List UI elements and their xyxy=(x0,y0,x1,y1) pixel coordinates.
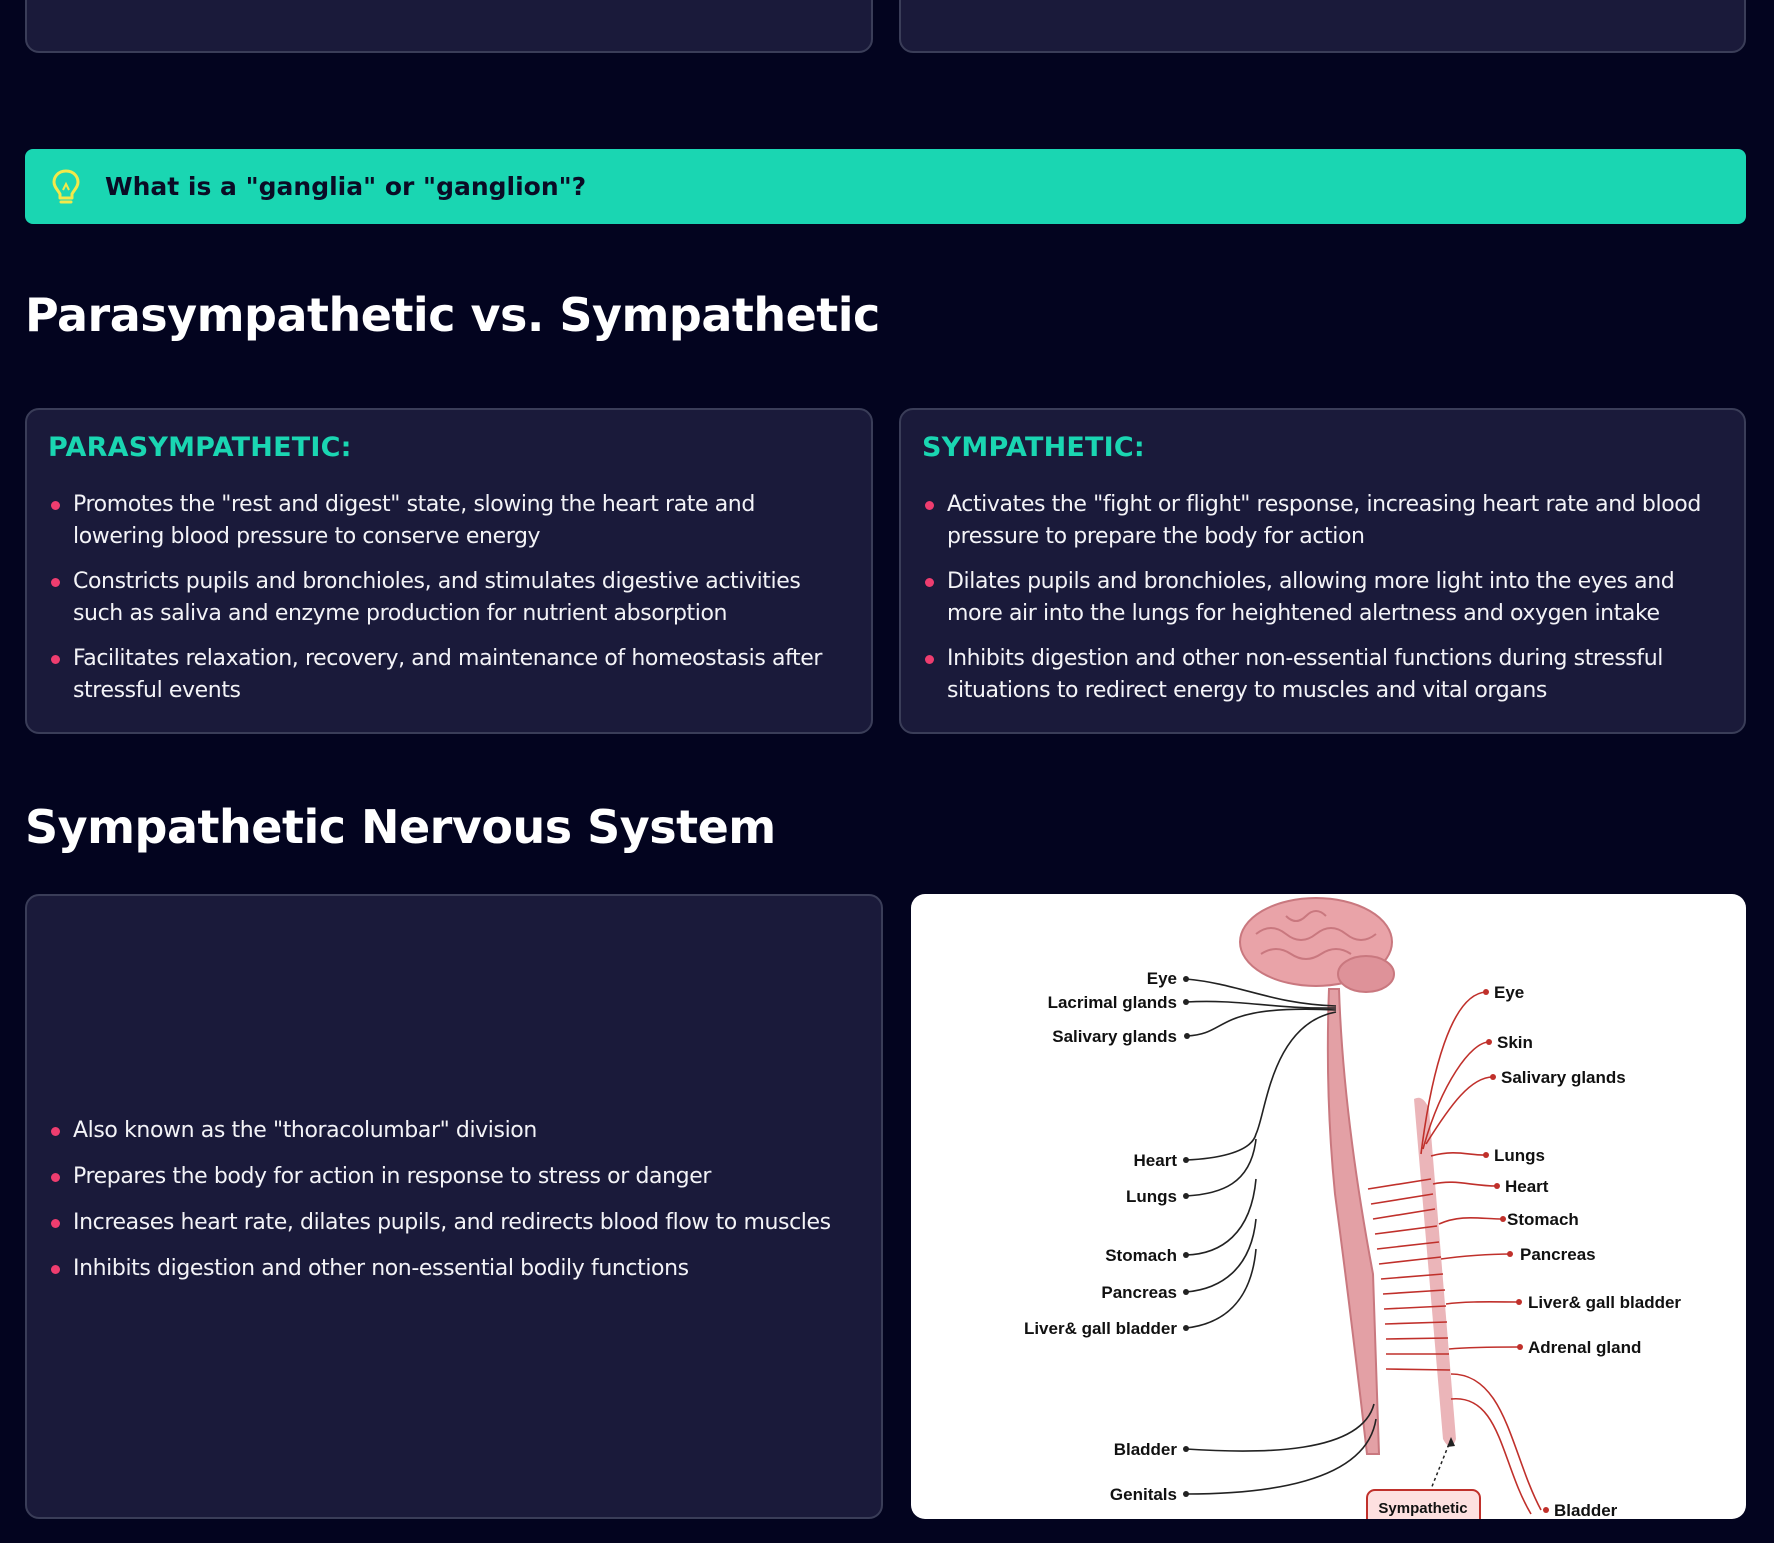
right-label-stomach: Stomach xyxy=(1507,1210,1579,1229)
sympathetic-tag-label: Sympathetic xyxy=(1378,1500,1467,1517)
lightbulb-icon xyxy=(45,166,87,208)
brain-icon xyxy=(1239,897,1395,993)
sympathetic-chain xyxy=(1414,1097,1456,1447)
left-label-stomach: Stomach xyxy=(1105,1246,1177,1265)
sympathetic-heading: SYMPATHETIC: xyxy=(922,432,1145,463)
list-item: Constricts pupils and bronchioles, and s… xyxy=(48,566,851,630)
list-item: Facilitates relaxation, recovery, and ma… xyxy=(48,643,851,707)
ganglia-tip-banner[interactable]: What is a "ganglia" or "ganglion"? xyxy=(25,149,1746,224)
right-label-pancreas: Pancreas xyxy=(1520,1245,1596,1264)
left-label-lungs: Lungs xyxy=(1126,1187,1177,1206)
parasympathetic-heading: PARASYMPATHETIC: xyxy=(48,432,352,463)
parasympathetic-nerves xyxy=(1185,978,1377,1495)
parasympathetic-card: PARASYMPATHETIC: Promotes the "rest and … xyxy=(25,408,873,734)
sympathetic-nerve-ends xyxy=(1483,989,1549,1513)
right-label-skin: Skin xyxy=(1497,1033,1533,1052)
list-item: Activates the "fight or flight" response… xyxy=(922,489,1724,553)
list-item: Also known as the "thoracolumbar" divisi… xyxy=(48,1115,831,1147)
right-label-salivary: Salivary glands xyxy=(1501,1068,1626,1087)
sns-card: Also known as the "thoracolumbar" divisi… xyxy=(25,894,883,1519)
right-label-heart: Heart xyxy=(1505,1177,1549,1196)
section-title-sns: Sympathetic Nervous System xyxy=(25,800,776,854)
nervous-system-svg: Eye Lacrimal glands Salivary glands Hear… xyxy=(1024,897,1681,1519)
right-label-bladder: Bladder xyxy=(1554,1501,1618,1519)
list-item: Prepares the body for action in response… xyxy=(48,1161,831,1193)
top-card-right xyxy=(899,0,1746,53)
right-label-adrenal: Adrenal gland xyxy=(1528,1338,1641,1357)
left-label-lacrimal: Lacrimal glands xyxy=(1048,993,1177,1012)
top-card-left xyxy=(25,0,873,53)
right-label-lungs: Lungs xyxy=(1494,1146,1545,1165)
right-label-eye: Eye xyxy=(1494,983,1524,1002)
right-label-liver: Liver& gall bladder xyxy=(1528,1293,1681,1312)
left-label-genitals: Genitals xyxy=(1110,1485,1177,1504)
left-label-pancreas: Pancreas xyxy=(1101,1283,1177,1302)
parasympathetic-nerve-ends xyxy=(1183,976,1190,1497)
nervous-system-diagram: Eye Lacrimal glands Salivary glands Hear… xyxy=(911,894,1746,1519)
sympathetic-card: SYMPATHETIC: Activates the "fight or fli… xyxy=(899,408,1746,734)
left-label-heart: Heart xyxy=(1134,1151,1178,1170)
list-item: Inhibits digestion and other non-essenti… xyxy=(48,1253,831,1285)
left-label-bladder: Bladder xyxy=(1114,1440,1178,1459)
section-title-comparison: Parasympathetic vs. Sympathetic xyxy=(25,288,880,342)
list-item: Increases heart rate, dilates pupils, an… xyxy=(48,1207,831,1239)
left-label-eye: Eye xyxy=(1147,969,1177,988)
left-label-liver: Liver& gall bladder xyxy=(1024,1319,1177,1338)
list-item: Dilates pupils and bronchioles, allowing… xyxy=(922,566,1724,630)
left-label-salivary: Salivary glands xyxy=(1052,1027,1177,1046)
list-item: Promotes the "rest and digest" state, sl… xyxy=(48,489,851,553)
sympathetic-nerves xyxy=(1367,991,1542,1515)
sympathetic-tag xyxy=(1366,1489,1481,1519)
list-item: Inhibits digestion and other non-essenti… xyxy=(922,643,1724,707)
spinal-cord xyxy=(1326,988,1381,1455)
tip-question: What is a "ganglia" or "ganglion"? xyxy=(105,172,587,201)
